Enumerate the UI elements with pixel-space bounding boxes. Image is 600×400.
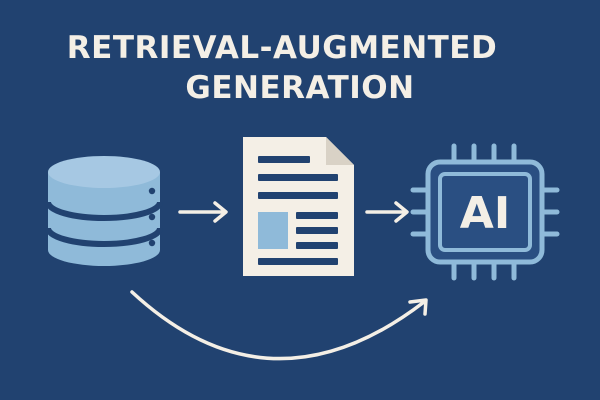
document-icon xyxy=(243,137,354,276)
ai-chip-label: AI xyxy=(460,188,510,239)
ai-chip-icon: AI xyxy=(410,143,560,281)
title-line-2: GENERATION xyxy=(185,70,415,106)
diagram-title: RETRIEVAL-AUGMENTED GENERATION xyxy=(0,28,600,108)
curved-arrow-database-to-ai xyxy=(130,290,428,361)
arrow-database-to-document xyxy=(178,201,228,223)
title-line-1: RETRIEVAL-AUGMENTED xyxy=(66,30,498,66)
database-icon xyxy=(45,156,163,266)
arrow-document-to-ai xyxy=(365,201,409,223)
